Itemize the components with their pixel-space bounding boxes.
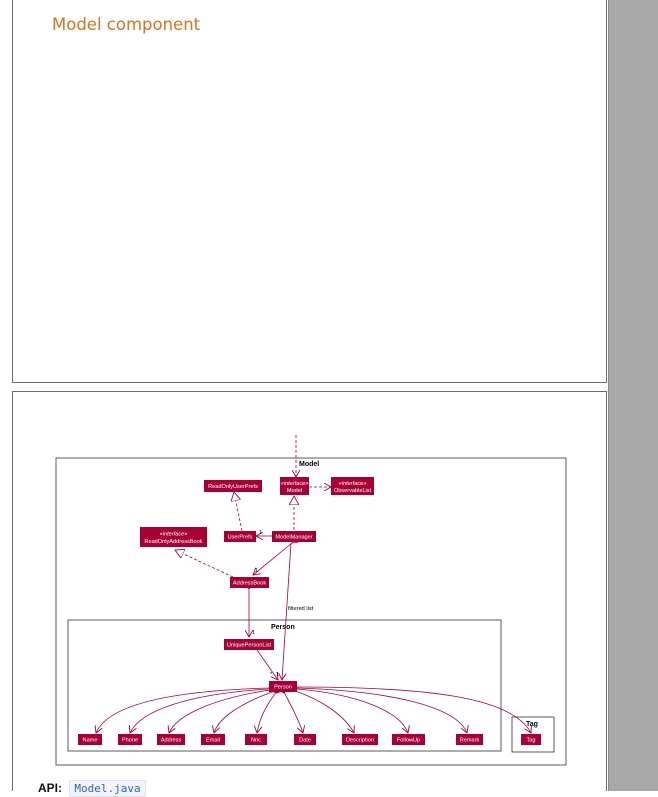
model-class-diagram: Model Person Tag 1 1 1 filtered list * 1… bbox=[55, 435, 567, 766]
modelmanager-to-addressbook bbox=[253, 543, 292, 575]
class-description-label: Description bbox=[346, 738, 374, 744]
modelmanager-filtered-list bbox=[282, 542, 292, 680]
class-phone-label: Phone bbox=[122, 738, 138, 744]
class-model-label: Model bbox=[287, 488, 302, 494]
class-tag-label: Tag bbox=[526, 738, 535, 744]
multiplicity-person-b: 1 bbox=[276, 672, 279, 678]
person-to-date bbox=[285, 694, 303, 733]
uniquepersonlist-to-person bbox=[257, 650, 278, 680]
addressbook-implements-readonlyaddressbook bbox=[175, 550, 234, 578]
class-address bbox=[157, 734, 185, 745]
class-readonlyaddressbook bbox=[140, 527, 207, 547]
class-followup-label: FollowUp bbox=[397, 738, 420, 744]
class-uniquepersonlist-label: UniquePersonList bbox=[227, 643, 272, 649]
section-heading: Model component bbox=[52, 15, 201, 34]
class-addressbook-label: AddressBook bbox=[233, 581, 266, 587]
api-separator: : bbox=[58, 781, 63, 795]
class-readonlyuserprefs-label: ReadOnlyUserPrefs bbox=[208, 484, 258, 490]
class-readonlyuserprefs bbox=[204, 480, 262, 492]
userprefs-implements-readonlyuserprefs bbox=[234, 492, 243, 532]
class-userprefs bbox=[224, 531, 256, 542]
class-model bbox=[280, 477, 309, 495]
person-to-tag bbox=[297, 687, 531, 733]
class-tag bbox=[521, 734, 541, 745]
class-name-label: Name bbox=[83, 738, 98, 744]
class-person bbox=[269, 681, 297, 692]
class-model-stereotype: «interface» bbox=[281, 481, 309, 487]
package-person-label: Person bbox=[271, 624, 295, 631]
person-to-nric bbox=[257, 694, 275, 733]
class-email-label: Email bbox=[206, 738, 220, 744]
class-phone bbox=[118, 734, 142, 745]
class-date bbox=[294, 734, 316, 745]
class-email bbox=[201, 734, 225, 745]
class-name bbox=[78, 734, 102, 745]
multiplicity-uniquepersonlist: 1 bbox=[252, 630, 255, 636]
class-observablelist-stereotype: «interface» bbox=[339, 481, 367, 487]
package-model-label: Model bbox=[299, 461, 319, 468]
class-modelmanager bbox=[272, 531, 316, 542]
class-observablelist-label: ObservableList bbox=[334, 488, 372, 494]
class-uniquepersonlist bbox=[224, 639, 274, 650]
scrollbar-track[interactable] bbox=[608, 0, 658, 791]
multiplicity-userprefs: 1 bbox=[259, 530, 262, 536]
person-to-address bbox=[169, 690, 270, 733]
class-followup bbox=[392, 734, 425, 745]
class-nric bbox=[245, 734, 267, 745]
class-address-label: Address bbox=[161, 738, 182, 744]
class-person-label: Person bbox=[274, 685, 292, 691]
heading-panel: Model component bbox=[12, 0, 607, 383]
class-readonlyaddressbook-label: ReadOnlyAddressBook bbox=[144, 539, 202, 545]
class-remark-label: Remark bbox=[460, 738, 480, 744]
person-to-followup bbox=[297, 689, 408, 733]
multiplicity-addressbook: 1 bbox=[255, 568, 258, 574]
class-readonlyaddressbook-stereotype: «interface» bbox=[160, 532, 188, 538]
package-tag bbox=[511, 716, 555, 753]
class-remark bbox=[456, 734, 483, 745]
filtered-list-label: filtered list bbox=[288, 606, 314, 612]
api-file-link[interactable]: Model.java bbox=[69, 780, 146, 797]
package-tag-label: Tag bbox=[526, 721, 538, 728]
class-description bbox=[342, 734, 378, 745]
package-model bbox=[55, 457, 567, 766]
class-nric-label: Nric bbox=[251, 738, 261, 744]
person-to-remark bbox=[297, 688, 467, 733]
person-to-phone bbox=[130, 689, 269, 733]
class-userprefs-label: UserPrefs bbox=[228, 535, 253, 541]
api-label: API bbox=[38, 781, 59, 795]
api-reference: API: Model.java bbox=[38, 780, 146, 797]
class-date-label: Date bbox=[299, 738, 311, 744]
class-observablelist bbox=[331, 477, 374, 495]
class-addressbook bbox=[230, 577, 269, 588]
class-modelmanager-label: ModelManager bbox=[275, 535, 312, 541]
multiplicity-person-a: * bbox=[270, 672, 273, 678]
person-to-description bbox=[295, 691, 354, 733]
